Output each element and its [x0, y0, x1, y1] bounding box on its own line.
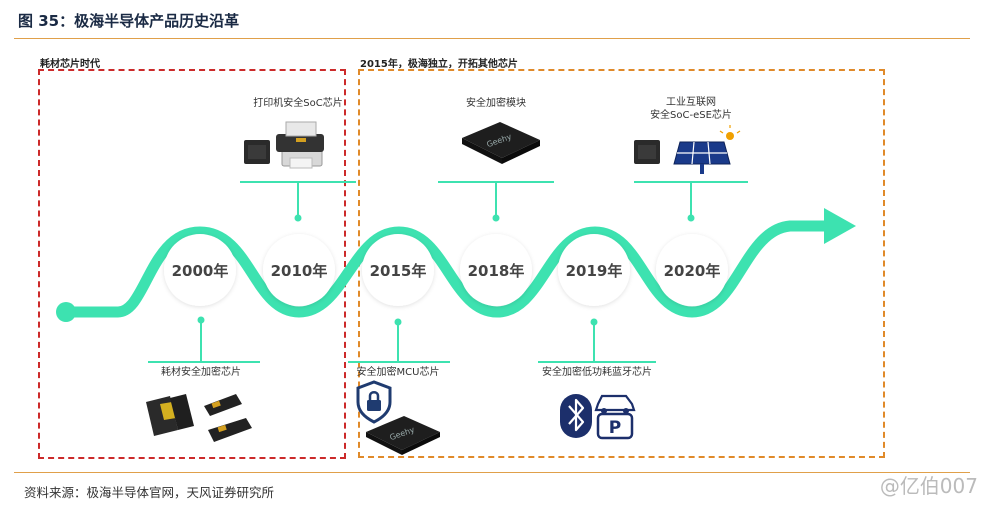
caption-2018: 安全加密模块 — [466, 96, 526, 109]
lock-shield-icon — [356, 380, 392, 424]
chip-icon — [244, 140, 270, 164]
era-box-consumables — [38, 69, 346, 459]
era-label-independent: 2015年，极海独立，开拓其他芯片 — [360, 59, 518, 70]
era-label-consumables: 耗材芯片时代 — [40, 59, 100, 70]
source-note: 资料来源：极海半导体官网，天风证券研究所 — [24, 485, 275, 500]
caption-2019: 安全加密低功耗蓝牙芯片 — [542, 365, 652, 378]
year-node-2018: 2018年 — [460, 234, 532, 306]
year-label-2018: 2018年 — [468, 262, 525, 280]
year-label-2015: 2015年 — [370, 262, 427, 280]
top-rule — [14, 38, 970, 39]
timeline-arrowhead — [824, 208, 856, 244]
solar-panel-icon — [673, 125, 741, 174]
caption-2020-line1: 工业互联网 — [666, 96, 716, 108]
parking-letter: P — [609, 418, 621, 438]
chip-icon: Geehy — [366, 416, 440, 455]
caption-2010: 打印机安全SoC芯片 — [253, 96, 342, 109]
year-node-2000: 2000年 — [164, 234, 236, 306]
caption-2020-line2: 安全SoC-eSE芯片 — [650, 108, 732, 121]
year-node-2020: 2020年 — [656, 234, 728, 306]
caption-2015: 安全加密MCU芯片 — [357, 365, 440, 378]
bluetooth-icon — [560, 394, 592, 438]
year-label-2020: 2020年 — [664, 262, 721, 280]
parking-icon: P — [596, 412, 634, 440]
toner-cartridge-icon — [146, 394, 194, 436]
bottom-rule — [14, 472, 970, 473]
watermark: @亿伯007 — [879, 474, 978, 498]
year-label-2019: 2019年 — [566, 262, 623, 280]
year-node-2010: 2010年 — [263, 234, 335, 306]
year-node-2015: 2015年 — [362, 234, 434, 306]
year-label-2000: 2000年 — [172, 262, 229, 280]
year-label-2010: 2010年 — [271, 262, 328, 280]
printer-icon — [276, 121, 324, 169]
caption-2000: 耗材安全加密芯片 — [161, 365, 241, 378]
year-node-2019: 2019年 — [558, 234, 630, 306]
car-icon — [594, 394, 636, 414]
chip-icon: Geehy — [462, 122, 540, 164]
timeline-start-dot — [56, 302, 76, 322]
chip-icon — [634, 140, 660, 164]
toner-cartridge-icon — [204, 394, 252, 442]
figure-title: 图 35：极海半导体产品历史沿革 — [18, 12, 240, 30]
timeline-wave — [62, 220, 834, 318]
